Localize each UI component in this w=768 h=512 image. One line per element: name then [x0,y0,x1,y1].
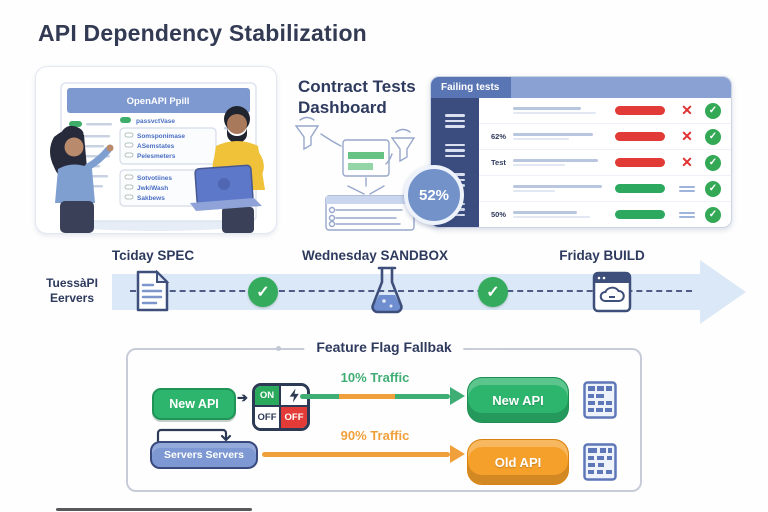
toggle-off-right[interactable]: OFF [281,407,307,428]
note-squiggle [675,184,699,194]
result-pill-fail [615,158,665,167]
spec-document-icon [136,270,170,312]
arrow-right-icon: ➔ [237,390,248,405]
result-pill-pass [615,184,665,193]
timeline-label-sandbox: Wednesday SANDBOX [301,248,449,263]
failing-tests-label: Failing tests [431,77,512,98]
title-decoration [246,346,281,351]
placeholder-line [513,209,607,220]
test-row: ✕ ✓ [479,98,731,124]
servers-button[interactable]: Servers Servers [150,441,258,469]
note-squiggle [675,210,699,220]
traffic-arrow-orange-segment [339,394,395,399]
toggle-bolt-icon[interactable] [281,386,307,407]
pass-check-icon: ✓ [705,128,721,145]
panel-header: Failing tests [431,77,731,98]
timeline-side-label: TuessàPI Eervers [46,276,98,305]
result-pill-fail [615,106,665,115]
calendar-grid-icon [583,381,617,419]
test-row: 62% ✕ ✓ [479,124,731,150]
check-icon: ✓ [478,277,508,307]
title-decoration [472,348,498,350]
endpoint-item: Somsponimase [137,133,185,140]
pass-check-icon: ✓ [705,206,721,223]
board-header [67,88,250,113]
timeline-dashed-line [130,290,692,292]
test-row: Test ✕ ✓ [479,150,731,176]
result-pill-fail [615,132,665,141]
page-title: API Dependency Stabilization [38,20,367,46]
spec-illustration-card: OpenAPI Ppill passvctVase Somsponimase A… [35,66,277,234]
board-shadow [71,219,241,231]
traffic-90-label: 90% Traffic [340,428,410,443]
old-api-cylinder: Old API [467,439,569,485]
doodle-doc-header [326,196,414,204]
new-api-cylinder: New API [467,377,569,423]
new-api-button[interactable]: New API [152,388,236,420]
result-pill-pass [615,210,665,219]
image-edge-artifact [56,508,252,511]
placeholder-line [513,157,607,168]
toggle-on[interactable]: ON [255,386,281,407]
traffic-arrow-old [262,452,450,457]
test-row: 50% ✓ [479,202,731,227]
loop-arrow-icon [156,428,232,442]
openapi-spec-illustration: OpenAPI Ppill passvctVase Somsponimase A… [50,82,265,233]
board-title: OpenAPI Ppill [127,96,190,107]
failing-tests-panel: Failing tests ✕ ✓ 62% [430,76,732,228]
traffic-10-label: 10% Traffic [340,370,410,385]
pass-check-icon: ✓ [705,180,721,197]
pass-check-icon: ✓ [705,102,721,119]
timeline-label-build: Friday BUILD [559,248,645,263]
toggle-off-left[interactable]: OFF [255,407,281,428]
fail-x-icon: ✕ [681,153,693,170]
get-badge-icon [120,117,131,123]
fail-x-icon: ✕ [681,101,693,118]
panel-header-bar [511,77,731,98]
placeholder-line [513,183,607,194]
doodle-green-bar [348,163,373,170]
row-label: 62% [491,132,507,141]
endpoint-item: passvctVase [136,118,175,125]
endpoint-item: Sakbews [137,195,165,202]
calendar-grid-icon [583,443,617,481]
pass-check-icon: ✓ [705,154,721,171]
flask-icon [371,266,403,314]
timeline-label-spec: Tciday SPEC [111,248,195,263]
person-man [190,106,265,233]
feature-flag-box: Feature Flag Fallbak New API ➔ ON OFF OF… [126,339,642,492]
endpoint-item: ASemstates [137,143,175,150]
endpoint-item: Pelesmeters [137,153,176,160]
toggle-grid: ON OFF OFF [252,383,310,431]
contract-tests-heading: Contract Tests Dashboard [298,77,416,117]
person-woman [50,125,114,233]
placeholder-line [513,131,607,142]
menu-icon[interactable] [445,143,465,157]
build-window-icon [592,271,632,313]
row-label: 50% [491,210,507,219]
test-row: ✓ [479,176,731,202]
feature-flag-title: Feature Flag Fallbak [304,339,464,355]
fail-x-icon: ✕ [681,127,693,144]
placeholder-line [513,105,607,116]
endpoint-item: Sotvotiines [137,175,172,182]
method-badge-icon [69,121,82,127]
traffic-arrowhead-new [450,387,465,405]
menu-icon[interactable] [445,114,465,128]
endpoint-item: JwkiWash [137,185,168,192]
traffic-arrowhead-old [450,445,465,463]
row-label: Test [491,158,506,167]
check-icon: ✓ [248,277,278,307]
timeline-arrowhead-icon [700,260,746,324]
test-results-list: ✕ ✓ 62% ✕ ✓ Test ✕ ✓ [479,98,731,227]
coverage-badge: 52% [404,165,464,225]
doodle-green-bar [348,152,384,159]
laptop-icon [190,164,262,211]
